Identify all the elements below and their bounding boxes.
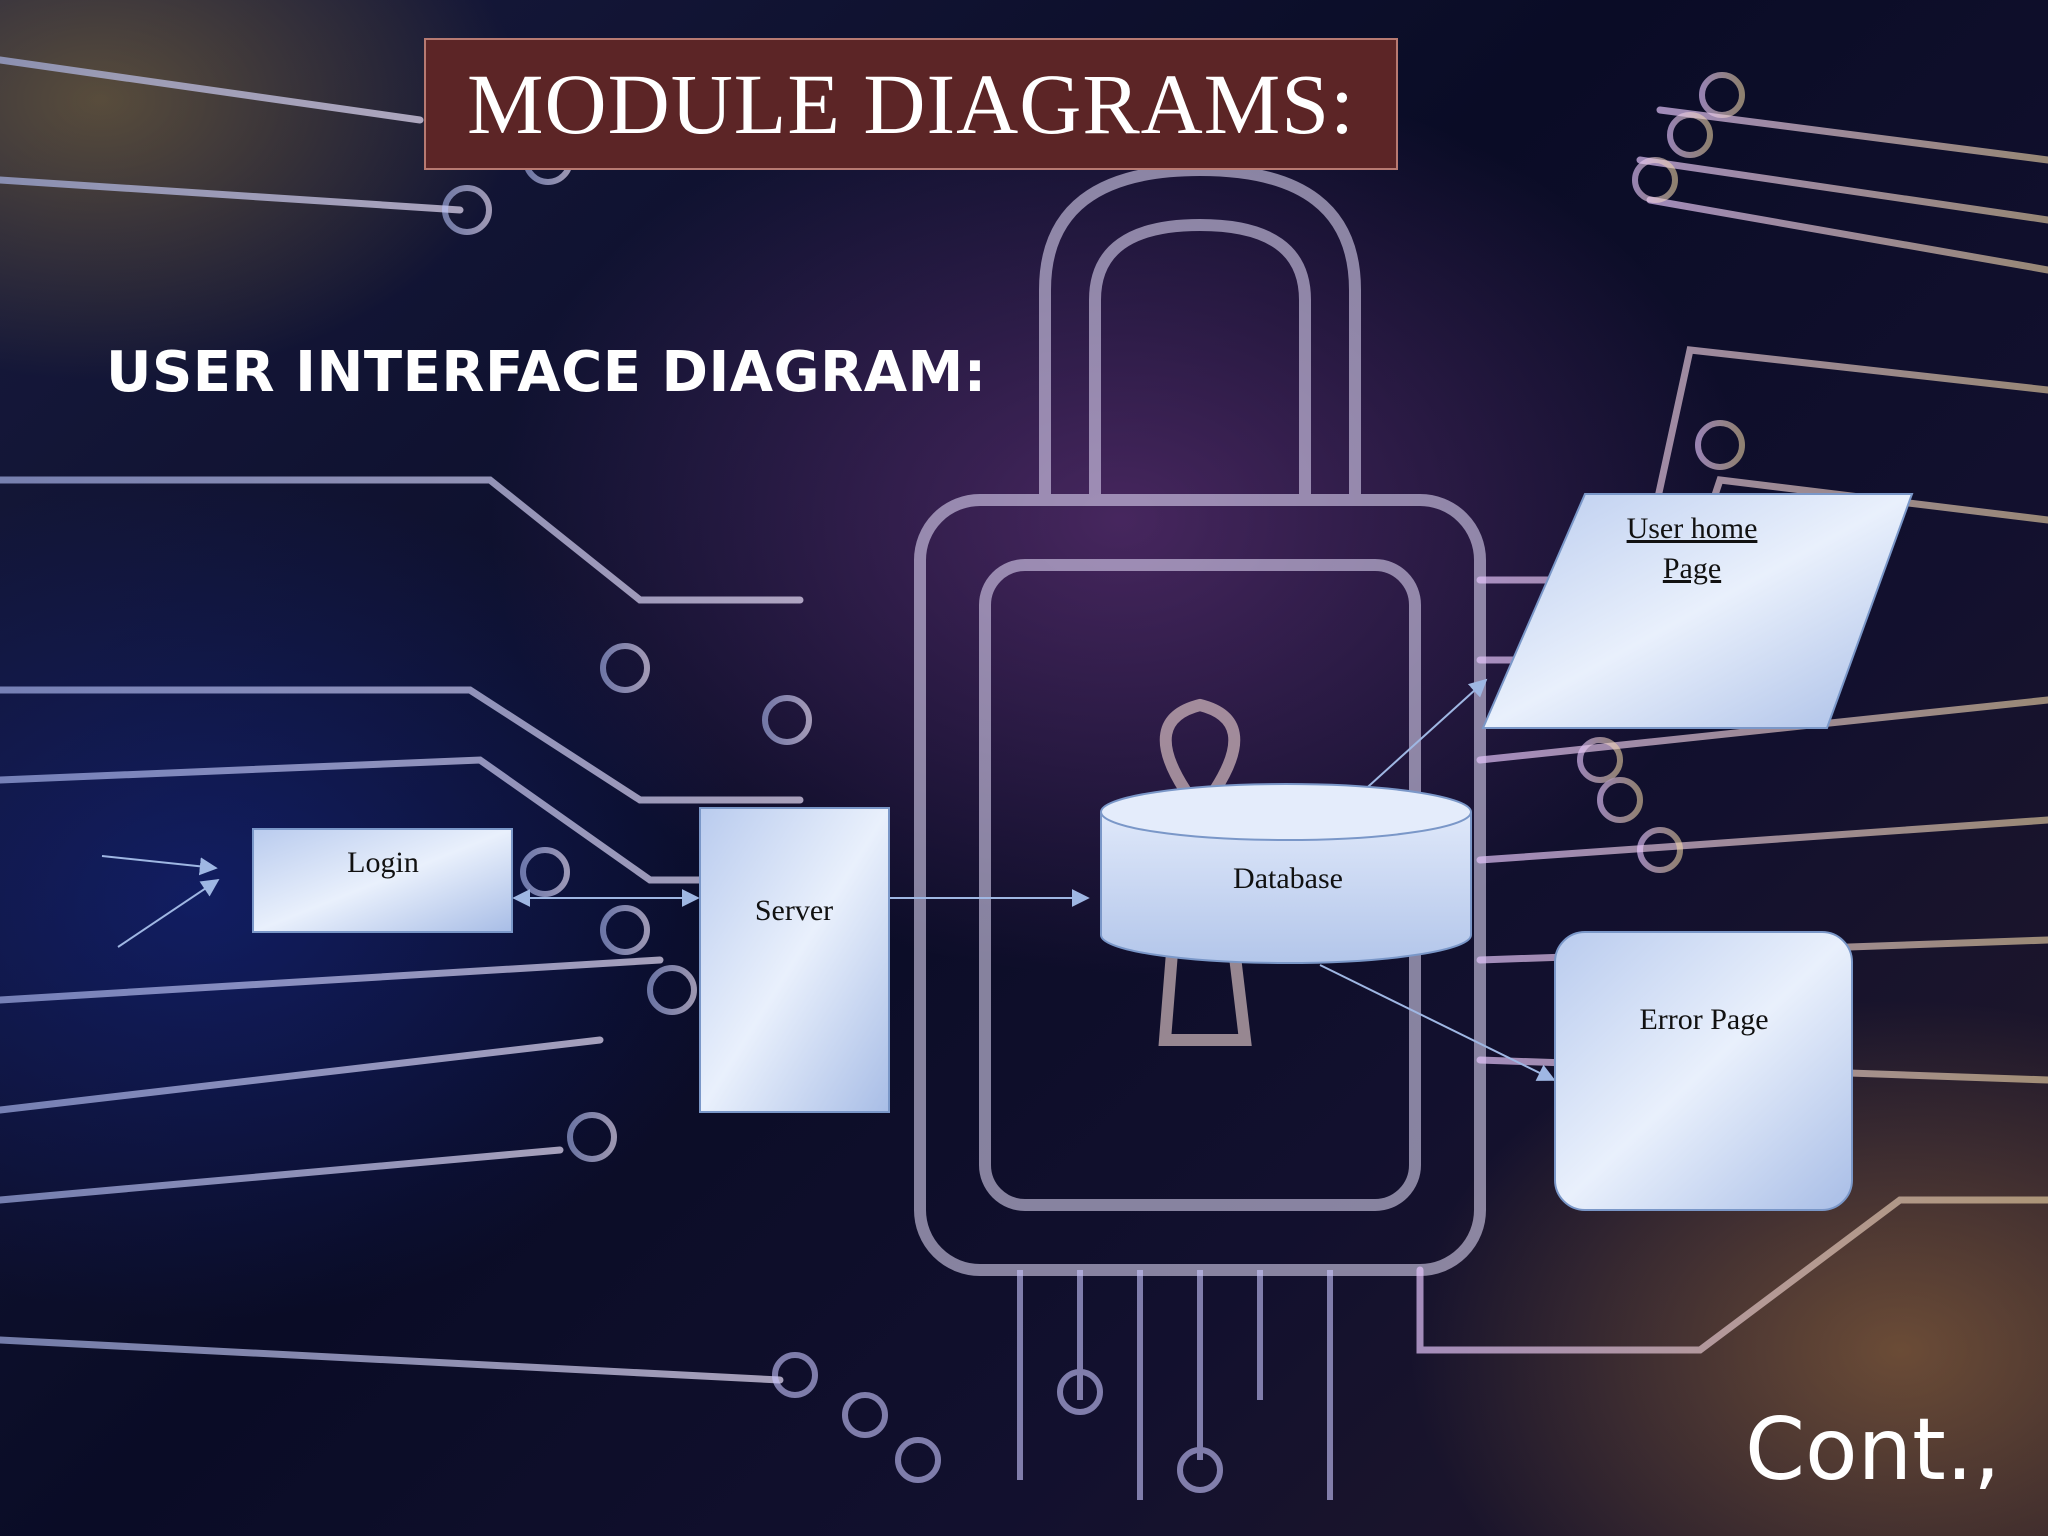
input-arrow-2 [117, 878, 220, 948]
database-label: Database [1233, 862, 1343, 895]
login-label: Login [347, 846, 419, 879]
slide-title: MODULE DIAGRAMS: [467, 56, 1355, 152]
title-banner: MODULE DIAGRAMS: [424, 38, 1398, 170]
continued-label: Cont., [1745, 1400, 2001, 1500]
server-node: Server [699, 807, 890, 1113]
error-page-label: Error Page [1639, 1003, 1768, 1036]
login-node: Login [252, 828, 513, 933]
user-home-label-line1: User home [1627, 512, 1758, 545]
database-node: Database [1100, 783, 1472, 964]
error-page-node: Error Page [1554, 931, 1853, 1211]
database-error-arrow [1319, 964, 1556, 1081]
diagram-heading: USER INTERFACE DIAGRAM: [106, 340, 987, 405]
user-home-label-line2: Page [1663, 552, 1721, 585]
user-home-page-node: User home Page [1481, 493, 1914, 729]
server-label: Server [755, 894, 833, 927]
input-arrow-1 [101, 855, 218, 876]
